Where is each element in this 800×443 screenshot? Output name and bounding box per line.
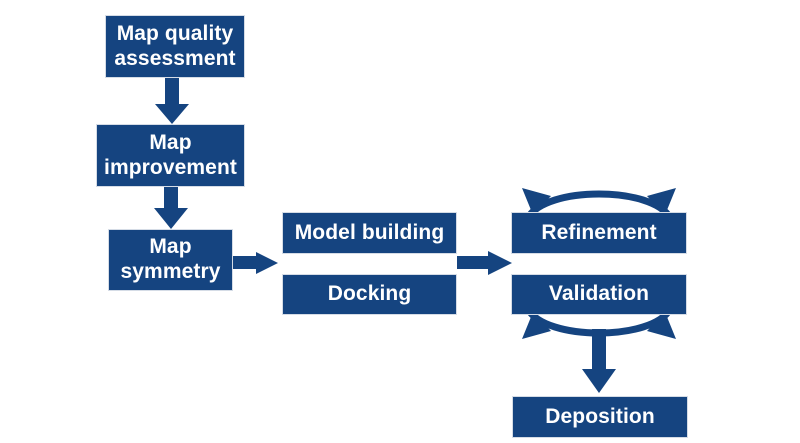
node-map-symmetry[interactable]: Map symmetry	[108, 229, 233, 291]
node-refinement[interactable]: Refinement	[511, 212, 687, 254]
arrow-cycle-to-deposition	[582, 329, 616, 393]
node-map-improvement[interactable]: Map improvement	[96, 124, 245, 187]
arrow-building-to-refinement	[457, 251, 512, 275]
node-map-quality-assessment[interactable]: Map quality assessment	[105, 15, 245, 78]
node-validation[interactable]: Validation	[511, 274, 687, 315]
arrow-symmetry-to-building	[233, 252, 278, 274]
arrow-quality-to-improvement	[155, 78, 189, 124]
node-docking[interactable]: Docking	[282, 274, 457, 315]
node-deposition[interactable]: Deposition	[512, 396, 688, 438]
arrow-improvement-to-symmetry	[154, 186, 188, 229]
node-model-building[interactable]: Model building	[282, 212, 457, 254]
